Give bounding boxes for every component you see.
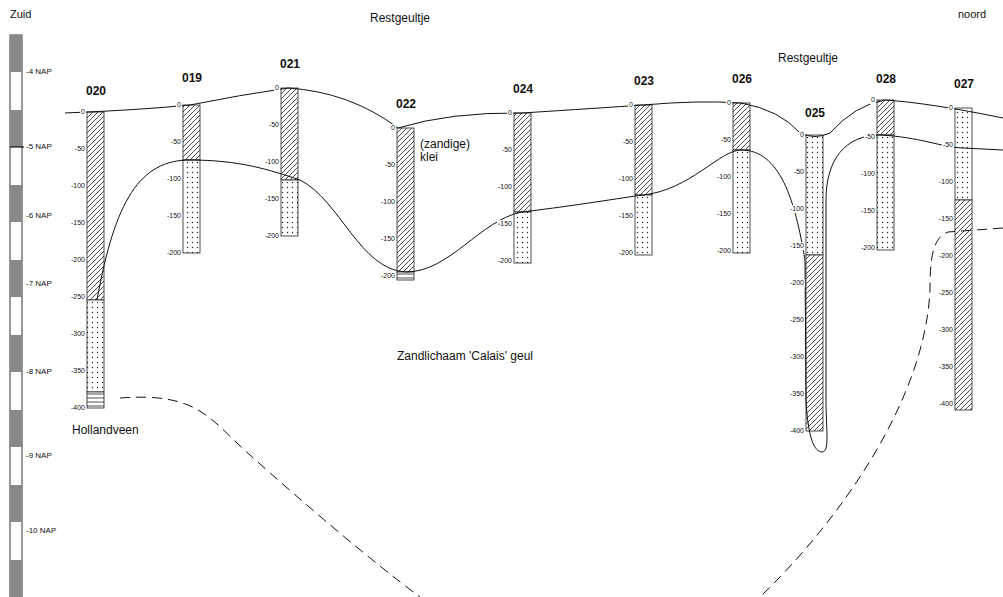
depth-tick-label: -150 — [789, 242, 805, 250]
borehole-number: 026 — [732, 73, 752, 86]
depth-tick-label: -50 — [268, 121, 280, 129]
depth-tick-label: -100 — [938, 178, 954, 186]
depth-tick-label: -150 — [264, 195, 280, 203]
depth-tick-label: -100 — [860, 170, 876, 178]
borehole-number: 023 — [634, 75, 654, 88]
depth-tick-label: 0 — [390, 124, 396, 132]
depth-tick-label: 0 — [80, 108, 86, 116]
depth-tick-label: -400 — [938, 400, 954, 408]
depth-tick-label: -300 — [789, 353, 805, 361]
depth-tick-label: -50 — [170, 138, 182, 146]
channel-label: Restgeultje — [368, 12, 432, 25]
depth-tick-label: -200 — [264, 232, 280, 240]
depth-tick-label: -50 — [384, 161, 396, 169]
borehole-columns — [87, 88, 972, 431]
depth-tick-label: -150 — [938, 215, 954, 223]
depth-tick-label: -200 — [938, 252, 954, 260]
depth-tick-label: -250 — [70, 293, 86, 301]
depth-tick-label: -150 — [380, 235, 396, 243]
depth-tick-label: -100 — [618, 175, 634, 183]
depth-tick-label: -350 — [789, 390, 805, 398]
depth-tick-label: -300 — [70, 330, 86, 338]
depth-tick-label: 0 — [274, 84, 280, 92]
depth-tick-label: 0 — [870, 96, 876, 104]
depth-tick-label: -200 — [789, 279, 805, 287]
depth-tick-label: -50 — [942, 141, 954, 149]
depth-scale-bar — [10, 35, 24, 597]
layer-boundaries — [65, 88, 1003, 597]
borehole-number: 024 — [513, 83, 533, 96]
depth-tick-label: -150 — [618, 212, 634, 220]
borehole-number: 025 — [805, 107, 825, 120]
depth-tick-label: -350 — [70, 367, 86, 375]
depth-tick-label: -250 — [789, 316, 805, 324]
depth-tick-label: -200 — [166, 249, 182, 257]
depth-tick-label: -50 — [793, 168, 805, 176]
depth-tick-label: 0 — [176, 101, 182, 109]
depth-scale-label: -4 NAP — [26, 68, 52, 77]
depth-tick-label: -150 — [497, 220, 513, 228]
sand-body-label: Zandlichaam 'Calais' geul — [395, 350, 535, 363]
borehole-number: 028 — [876, 73, 896, 86]
depth-tick-label: -200 — [70, 256, 86, 264]
depth-tick-label: -50 — [720, 136, 732, 144]
depth-scale-label: -10 NAP — [26, 527, 56, 536]
depth-scale-label: -7 NAP — [26, 280, 52, 289]
direction-label: Zuid — [10, 8, 31, 20]
layer-label: (zandige) klei — [418, 138, 484, 164]
depth-scale-label: -5 NAP — [26, 143, 52, 152]
depth-tick-label: -100 — [166, 175, 182, 183]
depth-scale-label: -9 NAP — [26, 452, 52, 461]
borehole-number: 027 — [954, 78, 974, 91]
borehole-number: 022 — [396, 98, 416, 111]
peat-label: Hollandveen — [70, 424, 141, 437]
depth-tick-label: -400 — [70, 404, 86, 412]
direction-label: noord — [958, 8, 986, 20]
depth-tick-label: -250 — [938, 289, 954, 297]
depth-tick-label: -200 — [380, 272, 396, 280]
channel-label: Restgeultje — [776, 52, 840, 65]
depth-scale-label: -6 NAP — [26, 212, 52, 221]
depth-tick-label: 0 — [628, 101, 634, 109]
borehole-number: 020 — [86, 85, 106, 98]
depth-tick-label: -400 — [789, 427, 805, 435]
depth-tick-label: -200 — [860, 244, 876, 252]
depth-tick-label: -50 — [501, 146, 513, 154]
depth-tick-label: -100 — [264, 158, 280, 166]
borehole-number: 021 — [280, 58, 300, 71]
borehole-number: 019 — [182, 72, 202, 85]
depth-tick-label: -100 — [497, 183, 513, 191]
depth-tick-label: 0 — [507, 109, 513, 117]
depth-tick-label: -200 — [497, 257, 513, 265]
depth-tick-label: -100 — [380, 198, 396, 206]
depth-tick-label: -150 — [166, 212, 182, 220]
depth-tick-label: -200 — [618, 249, 634, 257]
depth-tick-label: -50 — [864, 133, 876, 141]
depth-tick-label: -150 — [860, 207, 876, 215]
depth-tick-label: -300 — [938, 326, 954, 334]
depth-tick-label: 0 — [948, 104, 954, 112]
depth-tick-label: 0 — [726, 99, 732, 107]
depth-tick-label: -100 — [789, 205, 805, 213]
depth-tick-label: -50 — [622, 138, 634, 146]
depth-tick-label: -150 — [70, 219, 86, 227]
depth-tick-label: -100 — [716, 173, 732, 181]
depth-tick-label: -200 — [716, 247, 732, 255]
depth-tick-label: 0 — [799, 131, 805, 139]
depth-tick-label: -100 — [70, 182, 86, 190]
depth-tick-label: -50 — [74, 145, 86, 153]
depth-scale-label: -8 NAP — [26, 368, 52, 377]
depth-tick-label: -150 — [716, 210, 732, 218]
depth-tick-label: -350 — [938, 363, 954, 371]
